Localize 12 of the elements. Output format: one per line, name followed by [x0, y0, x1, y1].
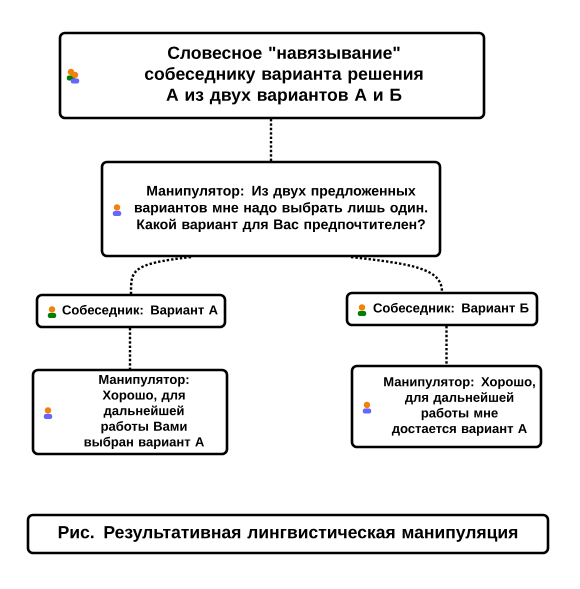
- connector-line: [130, 256, 192, 294]
- text-box: Манипулятор: Из двух предложенных вариантов мне надо выбрать лишь один. Какой вариант для Вас предпочтителен?: [100, 160, 442, 258]
- connector-line: [350, 256, 444, 292]
- text-box: Словесное "навязывание" собеседнику варианта решения А из двух вариантов А и Б: [58, 32, 486, 120]
- text-box: Собеседник: Вариант Б: [346, 292, 538, 326]
- text-box: Манипулятор: Хорошо, для дальнейшей работы Вами выбран вариант А: [32, 368, 228, 456]
- text-box: Рис. Результативная лингвистическая манипуляция: [26, 514, 550, 554]
- text-box: Собеседник: Вариант А: [36, 294, 226, 328]
- connector-line: [270, 119, 272, 161]
- text-box: Манипулятор: Хорошо, для дальнейшей работы мне достается вариант А: [350, 364, 542, 448]
- connector-line: [445, 326, 448, 365]
- connector-line: [128, 328, 132, 369]
